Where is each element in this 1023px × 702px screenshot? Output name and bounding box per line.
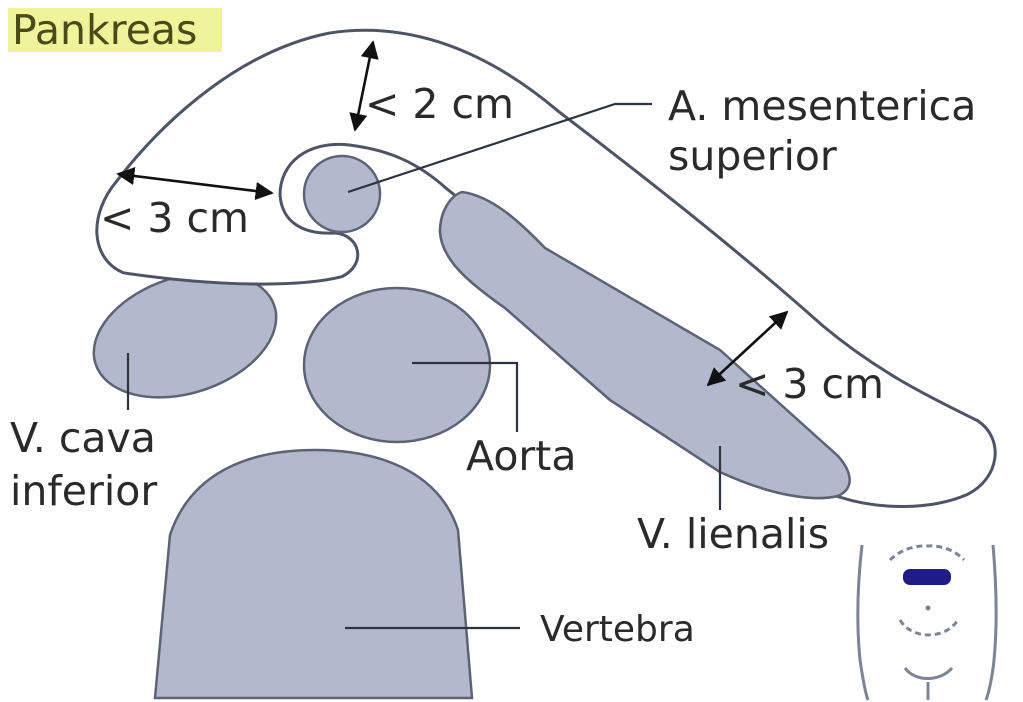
head-thickness-label: < 3 cm (100, 194, 249, 242)
splenic-vein-label: V. lienalis (637, 510, 829, 558)
aorta-shape (304, 288, 490, 442)
sma-shape (304, 156, 380, 232)
sma-label-line1: A. mesenterica (668, 82, 976, 130)
sma-label-line2: superior (668, 132, 837, 180)
section-marker-band (903, 569, 951, 585)
vertebra-shape (155, 450, 472, 698)
body-thickness-label: < 2 cm (365, 80, 514, 128)
diagram-title: Pankreas (12, 6, 197, 54)
vertebra-label: Vertebra (540, 609, 695, 650)
torso-with-section-marker-icon (858, 545, 996, 700)
ivc-label-line1: V. cava (10, 414, 156, 462)
tail-thickness-label: < 3 cm (735, 360, 884, 408)
ivc-label-line2: inferior (10, 467, 157, 515)
aorta-label: Aorta (466, 432, 576, 480)
